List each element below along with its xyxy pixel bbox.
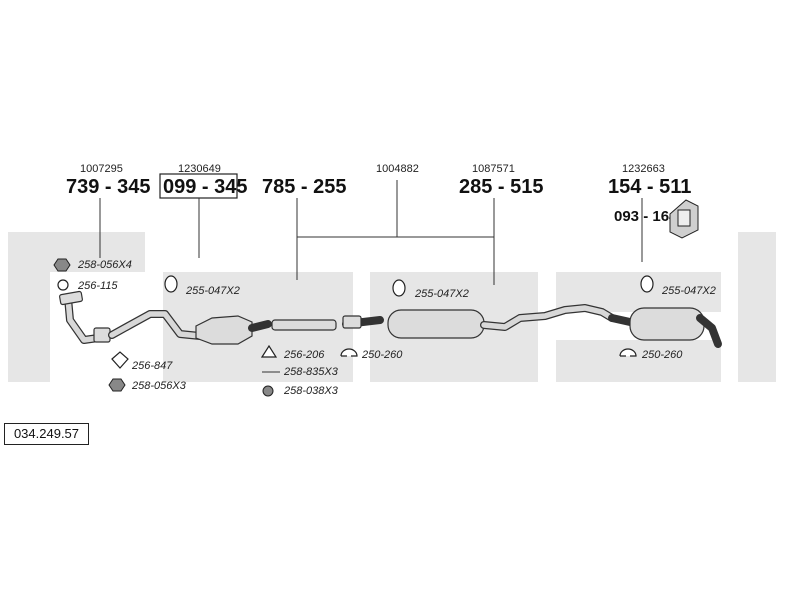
ref-number-1: 1007295 [80,163,123,175]
ref-number-2: 1230649 [178,163,221,175]
part-number-3[interactable]: 785 - 255 [262,176,347,198]
accessory-label[interactable]: 256-206 [283,349,325,361]
gasket-icon [260,344,278,358]
accessory-label[interactable]: 258-056X4 [77,259,132,271]
rubber-ring-icon [164,275,178,293]
accessory-label[interactable]: 258-038X3 [283,385,339,397]
washer-icon [57,279,69,291]
ref-number-5: 1232663 [622,163,665,175]
nut-icon [108,378,126,392]
rubber-ring-icon [640,275,654,293]
rubber-mount-drawing [669,199,699,239]
accessory-icons [53,258,654,397]
part-number-2[interactable]: 099 - 345 [163,176,248,198]
nut-icon [262,385,274,397]
accessory-label[interactable]: 258-056X3 [131,380,187,392]
accessory-label[interactable]: 256-847 [131,360,173,372]
exhaust-system-drawing [59,290,722,348]
accessory-label[interactable]: 255-047X2 [414,288,469,300]
diagram-id-label: 034.249.57 [4,423,89,445]
ref-number-3: 1004882 [376,163,419,175]
nut-icon [53,258,71,272]
part-number-5[interactable]: 154 - 511 [608,176,691,198]
accessory-label[interactable]: 256-115 [77,280,118,292]
clamp-icon [619,348,637,357]
part-number-4[interactable]: 285 - 515 [459,176,544,198]
accessory-label[interactable]: 258-835X3 [283,366,339,378]
clamp-icon [340,348,358,357]
rubber-ring-icon [392,279,406,297]
part-number-6[interactable]: 093 - 164 [614,208,678,225]
gasket-icon [111,351,129,369]
part-number-1[interactable]: 739 - 345 [66,176,151,198]
accessory-label[interactable]: 255-047X2 [185,285,240,297]
ref-number-4: 1087571 [472,163,515,175]
accessory-label[interactable]: 250-260 [641,349,683,361]
accessory-label[interactable]: 255-047X2 [661,285,716,297]
leader-lines [99,180,643,285]
accessory-label[interactable]: 250-260 [361,349,403,361]
